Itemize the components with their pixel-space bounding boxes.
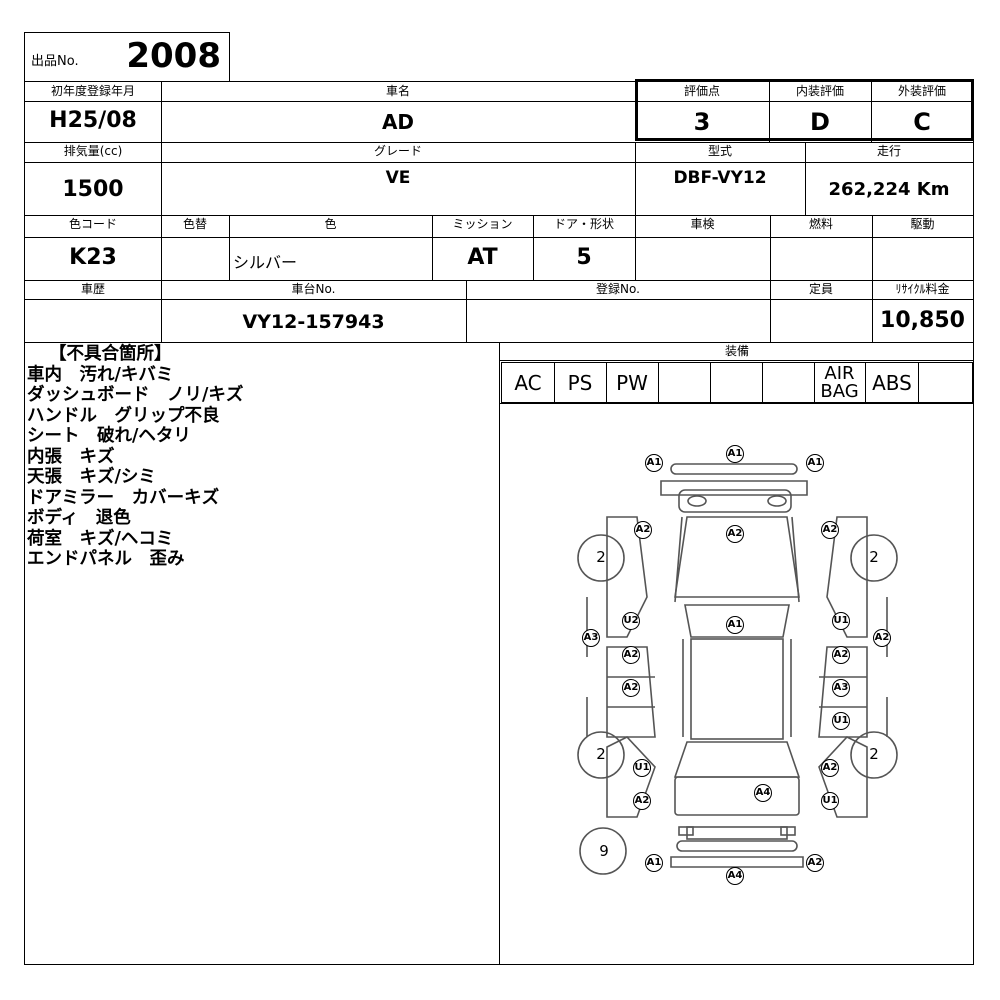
- bottom-section: 【不具合箇所】 車内 汚れ/キバミ ダッシュボード ノリ/キズ ハンドル グリッ…: [24, 342, 974, 965]
- header-color-change: 色替: [182, 217, 207, 231]
- defect-line: ハンドル グリップ不良: [27, 405, 220, 426]
- value-color: シルバー: [233, 253, 298, 272]
- equipment-pw: PW: [606, 363, 659, 402]
- value-score: 3: [693, 108, 711, 136]
- header-mission: ミッション: [452, 217, 513, 231]
- defect-line: ドアミラー カバーキズ: [27, 487, 220, 508]
- header-chassis: 車台No.: [291, 282, 336, 296]
- equipment-ac: AC: [502, 363, 555, 402]
- value-displacement: 1500: [62, 177, 124, 202]
- equipment-slot: [658, 363, 711, 402]
- header-recycle: ﾘｻｲｸﾙ料金: [895, 282, 950, 296]
- header-reg-no: 登録No.: [596, 282, 640, 296]
- defect-line: ダッシュボード ノリ/キズ: [27, 385, 244, 405]
- header-doors: ドア・形状: [553, 217, 614, 231]
- equipment-abs: ABS: [866, 363, 919, 402]
- equipment-slot: [710, 363, 763, 402]
- defect-line: 内張 キズ: [27, 446, 115, 467]
- header-grade: グレード: [373, 144, 422, 158]
- header-color: 色: [324, 217, 337, 231]
- equipment-row: AC PS PW AIR BAG ABS: [501, 362, 973, 403]
- value-grade: VE: [385, 168, 411, 188]
- header-mileage: 走行: [876, 144, 901, 158]
- header-displacement: 排気量(cc): [63, 144, 123, 158]
- header-model: 型式: [707, 144, 732, 158]
- value-interior: D: [810, 108, 830, 136]
- lot-label: 出品No.: [31, 54, 79, 69]
- value-first-reg: H25/08: [49, 108, 137, 133]
- header-inspection: 車検: [690, 217, 715, 231]
- value-color-code: K23: [69, 245, 117, 270]
- value-mileage: 262,224 Km: [828, 179, 950, 200]
- defects-title: 【不具合箇所】: [49, 344, 172, 364]
- defect-line: エンドパネル 歪み: [27, 549, 185, 569]
- value-mission: AT: [467, 245, 498, 270]
- header-first-reg: 初年度登録年月: [50, 84, 135, 98]
- value-car-name: AD: [381, 110, 415, 134]
- header-car-name: 車名: [385, 84, 410, 98]
- equipment-ps: PS: [554, 363, 607, 402]
- value-doors: 5: [576, 245, 592, 270]
- defect-line: 天張 キズ/シミ: [27, 467, 156, 487]
- defect-line: 車内 汚れ/キバミ: [27, 364, 174, 385]
- value-model: DBF-VY12: [673, 168, 767, 188]
- value-recycle: 10,850: [880, 308, 965, 333]
- header-fuel: 燃料: [808, 217, 833, 231]
- equipment-slot: [762, 363, 815, 402]
- value-chassis: VY12-157943: [242, 311, 385, 333]
- header-capacity: 定員: [808, 282, 833, 296]
- defects-panel: 【不具合箇所】 車内 汚れ/キバミ ダッシュボード ノリ/キズ ハンドル グリッ…: [27, 344, 495, 570]
- equipment-label: 装備: [724, 344, 749, 358]
- value-exterior: C: [913, 108, 931, 136]
- header-score: 評価点: [683, 84, 720, 98]
- header-interior: 内装評価: [795, 84, 844, 98]
- defect-line: 荷室 キズ/ヘコミ: [27, 528, 174, 549]
- header-exterior: 外装評価: [897, 84, 946, 98]
- defect-line: ボディ 退色: [27, 508, 131, 528]
- header-color-code: 色コード: [68, 217, 117, 231]
- header-drive: 駆動: [910, 217, 935, 231]
- info-grid: 初年度登録年月 車名 評価点 内装評価 外装評価 H25/08 AD 3 D C…: [24, 79, 974, 343]
- lot-number: 2008: [126, 36, 221, 76]
- lot-box: 出品No. 2008: [24, 32, 230, 82]
- car-diagram: [577, 463, 898, 875]
- defect-line: シート 破れ/ヘタリ: [27, 426, 191, 446]
- header-history: 車歴: [80, 282, 105, 296]
- equipment-airbag: AIR BAG: [814, 363, 866, 402]
- equipment-slot: [918, 363, 970, 402]
